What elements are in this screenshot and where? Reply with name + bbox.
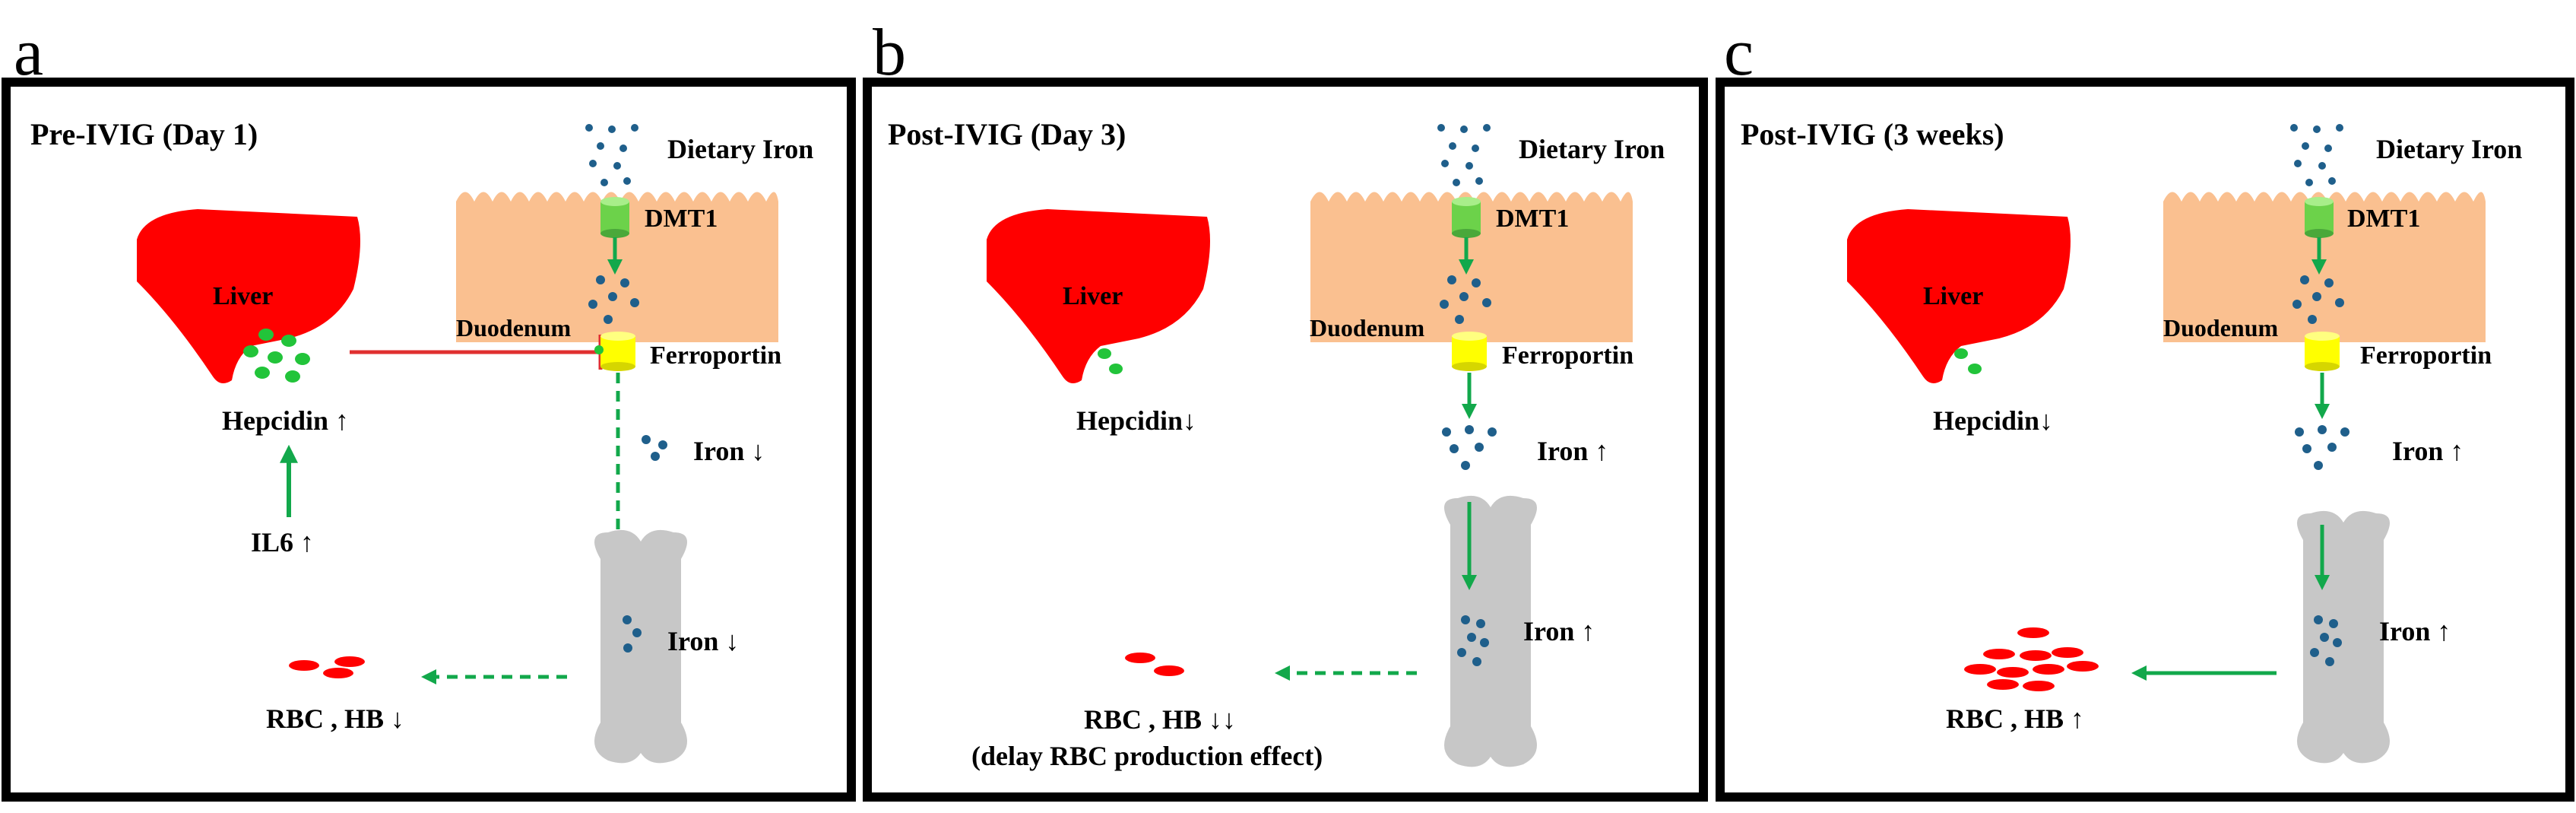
dietary-iron-dots [1437,124,1491,186]
ferroportin-label: Ferroportin [2360,341,2492,370]
panel-a: a Pre-IVIG (Day 1) Duodenum Liver Hepcid… [2,16,856,802]
panel-letter: c [1724,16,1754,90]
rbc-note: (delay RBC production effect) [971,741,1323,771]
hepcidin-dots [243,329,310,383]
dmt1-label: DMT1 [2347,205,2420,233]
bone-iron-dots [2310,615,2342,666]
panel-title: Pre-IVIG (Day 1) [30,117,258,151]
dietary-iron-dots [2290,124,2343,186]
liver-label: Liver [213,282,273,310]
duodenum-iron-dots [1440,275,1491,324]
duodenum-label: Duodenum [1310,314,1425,341]
il6-label: IL6 ↑ [251,527,314,557]
blood-iron-dots [642,435,667,461]
blood-iron-dots [2295,425,2349,470]
duodenum-iron-dots [588,275,639,324]
bone-iron-dots [623,615,642,653]
rbc-cells [289,656,365,678]
panel-title: Post-IVIG (3 weeks) [1741,117,2004,151]
rbc-label: RBC , HB ↓↓ [1084,704,1236,735]
bone-iron-label: Iron ↑ [1523,616,1595,646]
dmt1-label: DMT1 [1496,205,1569,233]
hepcidin-dots [1954,348,1982,374]
liver-shape [987,209,1210,383]
ferroportin-label: Ferroportin [1502,341,1633,370]
duodenum-label: Duodenum [2163,314,2279,341]
dmt1-label: DMT1 [645,205,718,233]
rbc-cells [1964,627,2099,691]
dietary-iron-dots [585,124,638,186]
dietary-iron-label: Dietary Iron [2376,134,2522,164]
ferroportin-label: Ferroportin [650,341,781,370]
duodenum-label: Duodenum [456,314,572,341]
blood-iron-dots [1442,425,1497,470]
rbc-label: RBC , HB ↑ [1946,703,2084,734]
bone-iron-label: Iron ↑ [2379,616,2451,646]
bone-shape [2297,510,2390,764]
panel-letter: b [873,16,906,90]
panel-c: c Post-IVIG (3 weeks) Duodenum Liver Hep… [1716,16,2574,802]
dmt1-channel [1452,197,1481,238]
blood-iron-label: Iron ↑ [1537,436,1608,466]
hepcidin-label: Hepcidin ↑ [222,405,349,436]
panel-frame [863,78,1708,802]
dmt1-channel [2305,197,2334,238]
duodenum-iron-dots [2292,275,2344,324]
ferroportin-channel [594,332,635,371]
panel-title: Post-IVIG (Day 3) [888,117,1126,151]
rbc-label: RBC , HB ↓ [266,703,404,734]
bone-iron-label: Iron ↓ [667,626,739,656]
panel-frame [2,78,856,802]
ferroportin-channel [1452,332,1487,371]
dmt1-channel [600,197,629,238]
ferroportin-channel [2305,332,2340,371]
hepcidin-dots [1098,348,1123,374]
dietary-iron-label: Dietary Iron [1519,134,1665,164]
panel-frame [1716,78,2574,802]
liver-shape [1847,209,2071,383]
panel-b: b Post-IVIG (Day 3) Duodenum Liver Hepci… [863,16,1708,802]
hepcidin-label: Hepcidin↓ [1076,405,1196,436]
liver-shape [137,209,360,383]
blood-iron-label: Iron ↓ [693,436,765,466]
bone-shape [594,529,687,764]
bone-iron-dots [1457,615,1489,666]
liver-label: Liver [1923,282,1983,310]
dietary-iron-label: Dietary Iron [667,134,813,164]
panel-letter: a [14,16,43,90]
hepcidin-label: Hepcidin↓ [1933,405,2053,436]
blood-iron-label: Iron ↑ [2392,436,2464,466]
liver-label: Liver [1063,282,1123,310]
rbc-cells [1125,653,1184,676]
